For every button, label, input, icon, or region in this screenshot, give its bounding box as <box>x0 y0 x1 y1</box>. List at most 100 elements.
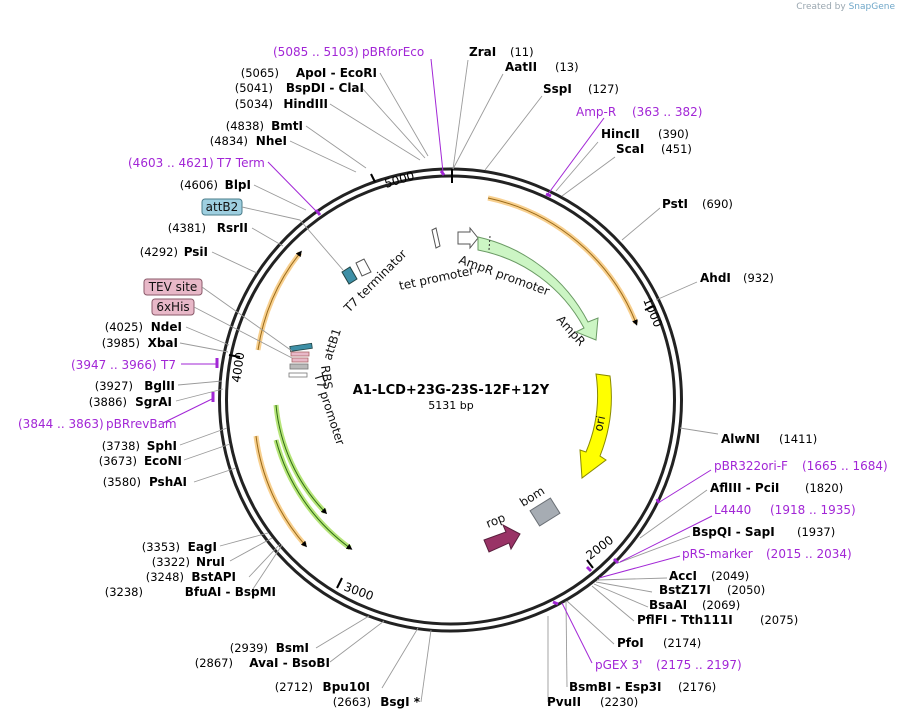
svg-text:SgrAI: SgrAI <box>135 395 172 409</box>
tick-label-5000: 5000 <box>383 169 416 191</box>
svg-text:EcoNI: EcoNI <box>144 454 182 468</box>
enzyme-label-apoi-ecori: ApoI - EcoRI(5065) <box>241 66 377 80</box>
svg-text:ZraI: ZraI <box>469 45 496 59</box>
svg-text:(3673): (3673) <box>99 454 137 468</box>
svg-text:pBRrevBam: pBRrevBam <box>106 417 177 431</box>
svg-text:SphI: SphI <box>147 439 177 453</box>
feature-rop: rop <box>484 510 507 530</box>
enzyme-label-ndei: NdeI(4025) <box>105 320 182 334</box>
svg-text:(932): (932) <box>743 271 774 285</box>
svg-text:(11): (11) <box>510 45 534 59</box>
svg-text:PflFI - Tth111I: PflFI - Tth111I <box>637 613 733 627</box>
svg-text:pBRforEco: pBRforEco <box>362 45 424 59</box>
enzyme-label-alwni: AlwNI(1411) <box>721 432 817 446</box>
svg-text:BsmI: BsmI <box>276 641 309 655</box>
enzyme-label-afliii-pcii: AflIII - PciI(1820) <box>710 481 843 495</box>
svg-text:(690): (690) <box>702 197 733 211</box>
svg-text:SspI: SspI <box>543 82 572 96</box>
svg-text:6xHis: 6xHis <box>156 300 189 314</box>
enzyme-label-bspqi-sapi: BspQI - SapI(1937) <box>692 525 835 539</box>
enzyme-label-pfoi: PfoI (2174) <box>617 636 701 650</box>
svg-text:AccI: AccI <box>669 569 697 583</box>
primer-label-amp-r: Amp-R(363 .. 382) <box>576 105 702 119</box>
enzyme-label-bsgi: BsgI * (2663) <box>333 695 421 709</box>
svg-text:(2939): (2939) <box>230 641 268 655</box>
enzyme-label-bsmi: BsmI (2939) <box>230 641 309 655</box>
svg-text:BfuAI - BspMI: BfuAI - BspMI <box>185 585 276 599</box>
ori-feature <box>579 373 612 479</box>
svg-text:(2712): (2712) <box>275 680 313 694</box>
primer-leaders <box>162 58 713 664</box>
enzyme-label-xbai: XbaI(3985) <box>102 336 178 350</box>
svg-text:(2075): (2075) <box>760 613 798 627</box>
feature-rbs: RBS <box>318 364 335 390</box>
ampr-promoter-arrow <box>457 226 479 250</box>
svg-text:(2176): (2176) <box>678 680 716 694</box>
backbone-inner <box>225 174 676 626</box>
enzyme-label-ahdi: AhdI (932) <box>700 271 774 285</box>
svg-text:(3738): (3738) <box>102 439 140 453</box>
orf-arc-left <box>255 251 302 351</box>
svg-text:(3580): (3580) <box>103 475 141 489</box>
primer-label-l4440: L4440(1918 .. 1935) <box>714 503 856 517</box>
enzyme-label-psii: PsiI(4292) <box>140 245 208 259</box>
enzyme-label-pvuii: PvuII(2230) <box>547 695 638 709</box>
svg-text:(363 .. 382): (363 .. 382) <box>632 105 702 119</box>
svg-text:PsiI: PsiI <box>184 245 208 259</box>
svg-text:(5085 .. 5103): (5085 .. 5103) <box>273 45 359 59</box>
svg-text:AatII: AatII <box>505 60 537 74</box>
svg-text:PfoI: PfoI <box>617 636 644 650</box>
enzyme-label-aatii: AatII (13) <box>505 60 579 74</box>
svg-text:(1937): (1937) <box>797 525 835 539</box>
svg-text:NheI: NheI <box>256 134 287 148</box>
svg-text:(2015 .. 2034): (2015 .. 2034) <box>766 547 852 561</box>
ruler-ticks <box>228 173 655 589</box>
svg-text:(390): (390) <box>658 127 689 141</box>
svg-text:BsmBI - Esp3I: BsmBI - Esp3I <box>569 680 661 694</box>
enzyme-label-sgrai: SgrAI(3886) <box>89 395 172 409</box>
svg-text:(5041): (5041) <box>235 81 273 95</box>
svg-text:BglII: BglII <box>144 379 175 393</box>
svg-text:T7: T7 <box>160 358 176 372</box>
svg-text:attB2: attB2 <box>206 200 239 214</box>
svg-text:(4838): (4838) <box>226 119 264 133</box>
feature-tet-promoter: tet promoter <box>398 263 476 293</box>
svg-text:ApoI - EcoRI: ApoI - EcoRI <box>296 66 377 80</box>
enzyme-label-bpu10i: Bpu10I (2712) <box>275 680 370 694</box>
enzyme-label-zrai: ZraI (11) <box>469 45 534 59</box>
svg-text:(3238): (3238) <box>105 585 143 599</box>
svg-text:(3353): (3353) <box>142 540 180 554</box>
bom-feature <box>529 497 561 527</box>
enzyme-label-bstz17i: BstZ17I(2050) <box>659 583 765 597</box>
enzyme-label-sspi: SspI (127) <box>543 82 619 96</box>
enzyme-label-bspdi-clai: BspDI - ClaI(5041) <box>235 81 364 95</box>
svg-text:(2230): (2230) <box>600 695 638 709</box>
svg-text:Bpu10I: Bpu10I <box>323 680 370 694</box>
svg-text:AhdI: AhdI <box>700 271 731 285</box>
svg-text:(2049): (2049) <box>711 569 749 583</box>
svg-text:pBR322ori-F: pBR322ori-F <box>714 459 788 473</box>
orf-arc-top-right <box>487 195 639 324</box>
svg-text:(1411): (1411) <box>779 432 817 446</box>
primer-label-t7-term: (4603 .. 4621)T7 Term <box>128 156 265 170</box>
svg-text:(3248): (3248) <box>146 570 184 584</box>
svg-text:(13): (13) <box>555 60 579 74</box>
svg-text:(4603 .. 4621): (4603 .. 4621) <box>128 156 214 170</box>
svg-text:L4440: L4440 <box>714 503 751 517</box>
svg-text:(2663): (2663) <box>333 695 371 709</box>
svg-text:T7 Term: T7 Term <box>216 156 265 170</box>
attb2-shape <box>341 266 358 285</box>
svg-text:NdeI: NdeI <box>151 320 182 334</box>
svg-text:(4834): (4834) <box>210 134 248 148</box>
svg-text:(3322): (3322) <box>152 555 190 569</box>
enzyme-label-econi: EcoNI (3673) <box>99 454 182 468</box>
primer-label-pgex-3: pGEX 3'(2175 .. 2197) <box>595 658 742 672</box>
svg-text:(1665 .. 1684): (1665 .. 1684) <box>802 459 888 473</box>
svg-text:BsgI *: BsgI * <box>380 695 421 709</box>
svg-text:(2174): (2174) <box>663 636 701 650</box>
svg-text:(127): (127) <box>588 82 619 96</box>
ampr-feature <box>477 236 599 341</box>
enzyme-label-bsaai: BsaAI(2069) <box>649 598 740 612</box>
svg-text:PstI: PstI <box>662 197 688 211</box>
